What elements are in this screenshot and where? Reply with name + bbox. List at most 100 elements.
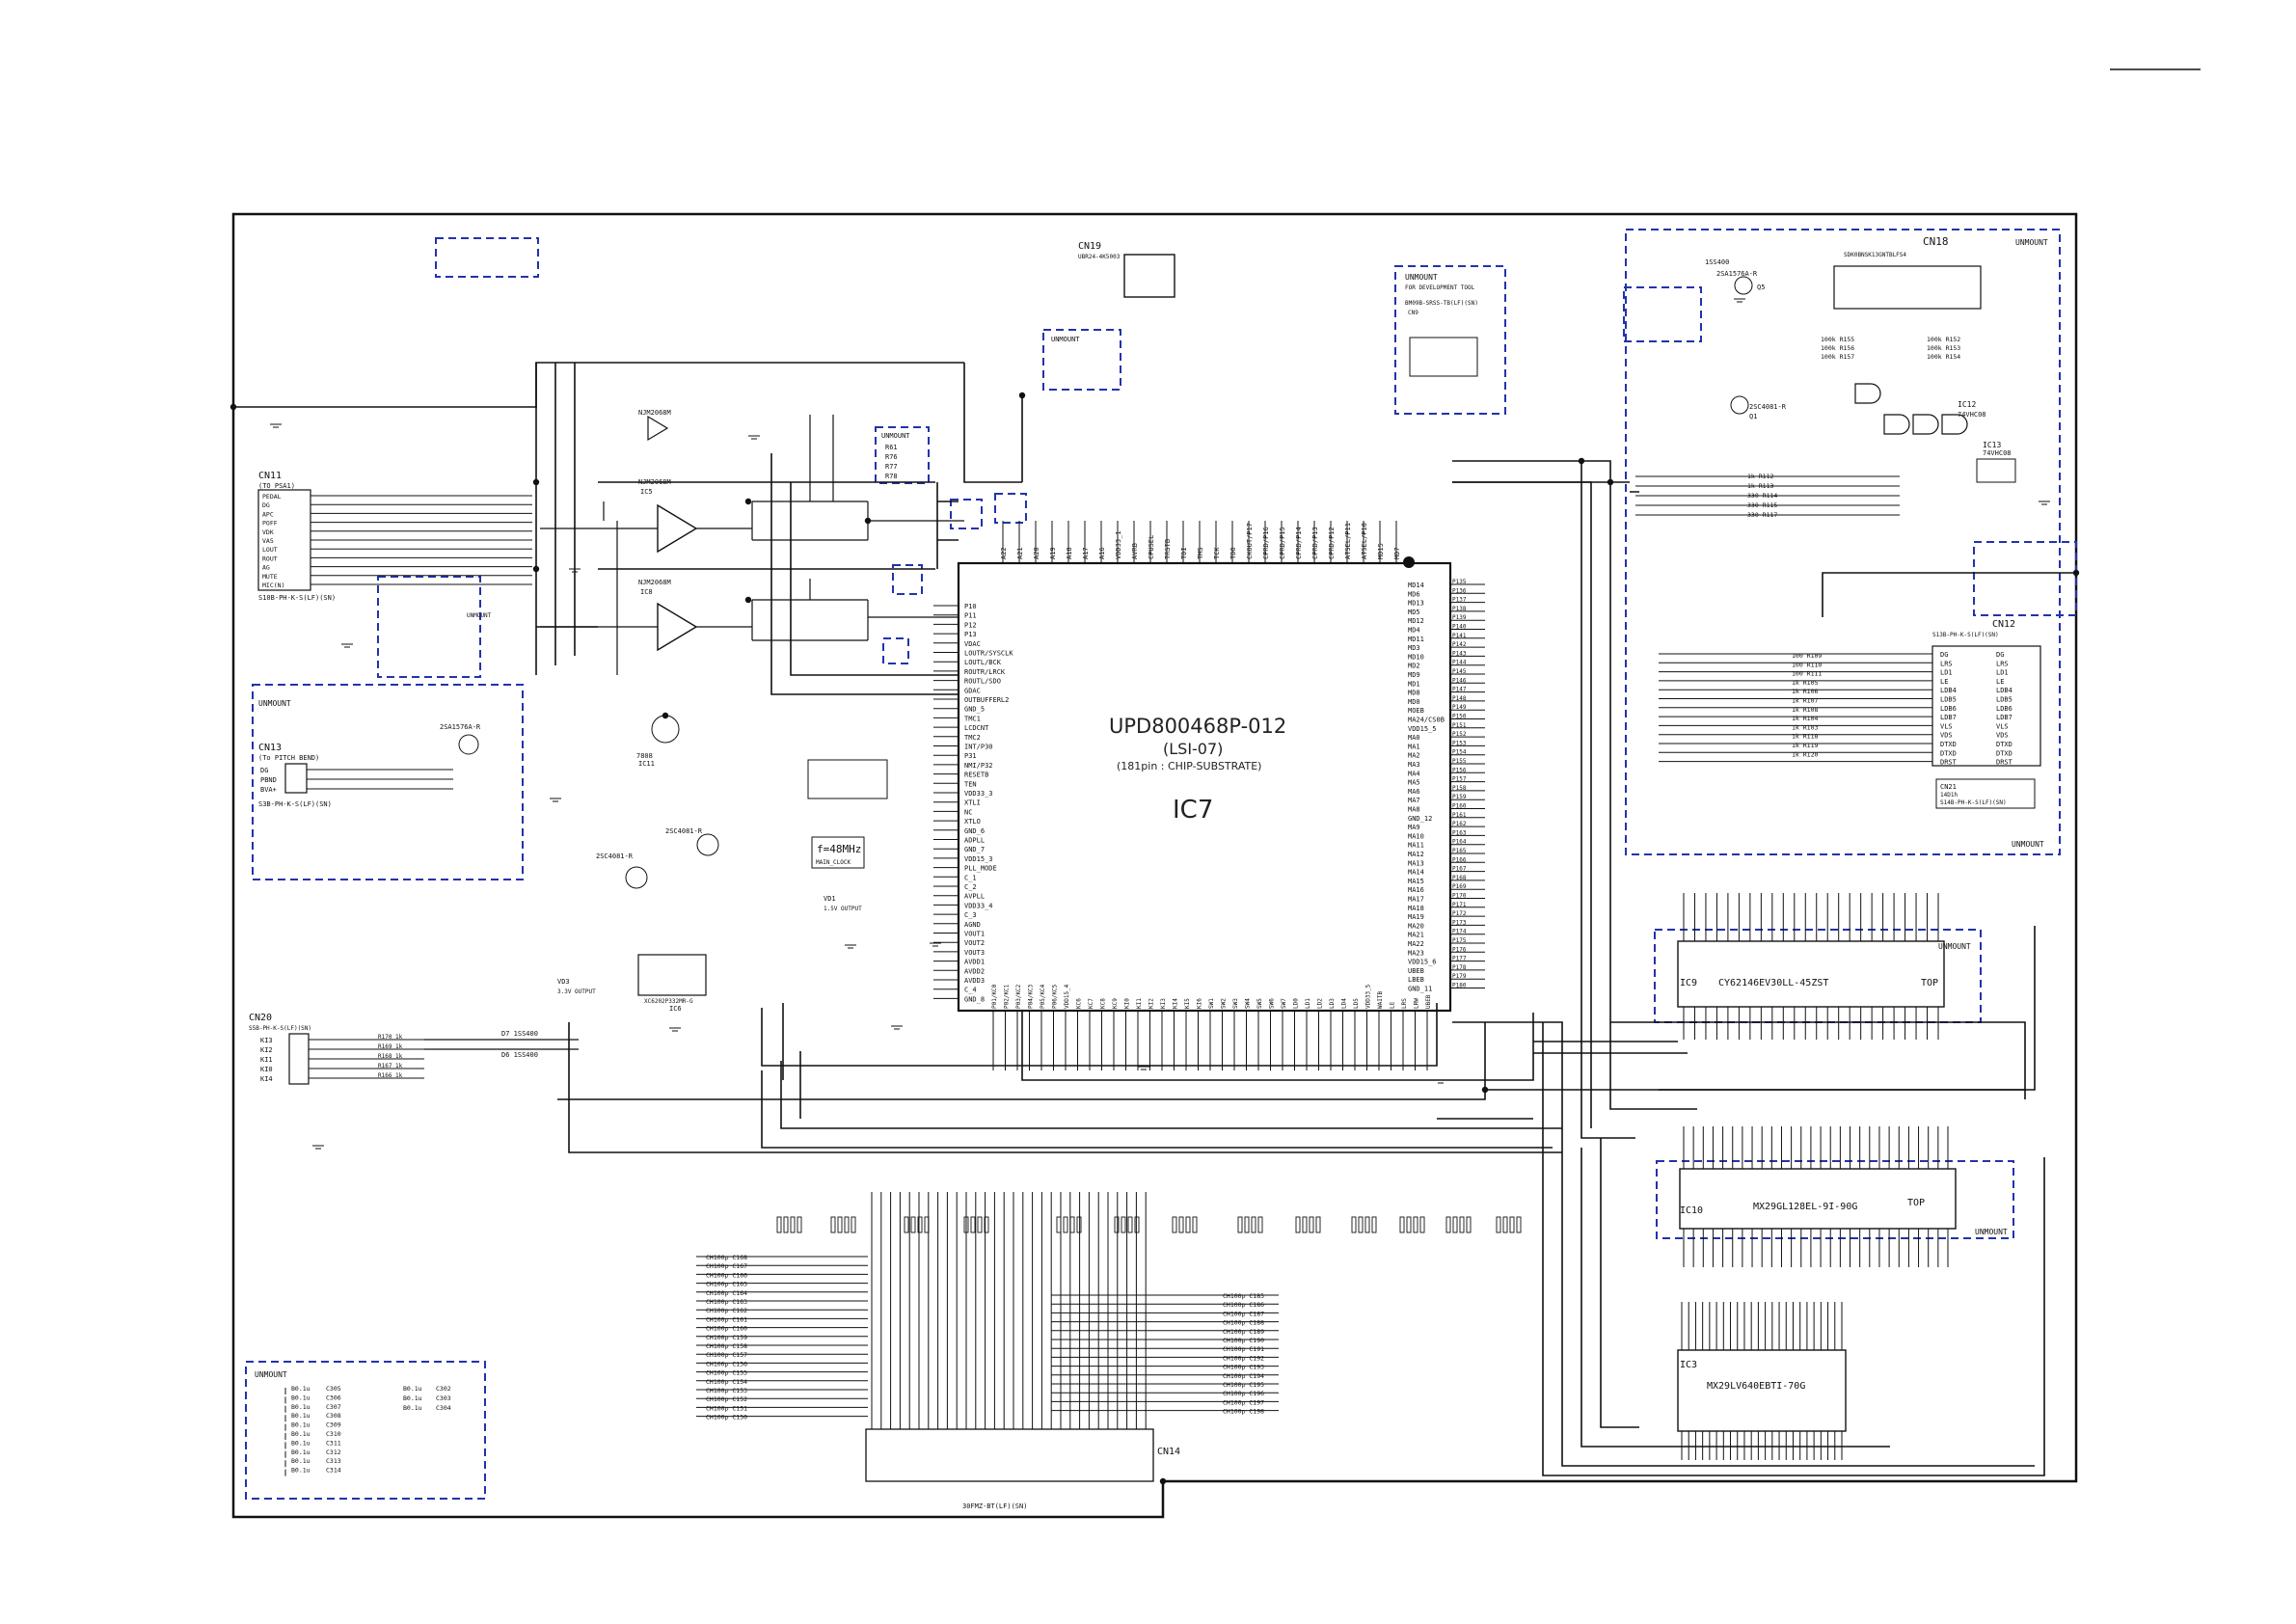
unmount-box-cn13 xyxy=(252,684,524,880)
ic7-bottom-pin-label: KC9 xyxy=(1112,998,1119,1009)
resistor-array-element xyxy=(851,1216,856,1233)
cn14-pin-group xyxy=(871,1192,1147,1429)
ground-symbol xyxy=(550,798,561,802)
ic7-bottom-pin-label: VDD33_5 xyxy=(1365,984,1372,1009)
svg-text:CN21: CN21 xyxy=(1940,783,1957,791)
resistor-array-element xyxy=(776,1216,782,1233)
svg-text:CN20: CN20 xyxy=(249,1013,272,1023)
cn20-diodes: D7 1SS400 D6 1SS400 xyxy=(424,1030,579,1059)
cn12-pin-label: LD1 xyxy=(1940,669,1953,677)
ic7-left-pin-label: P10 xyxy=(964,603,977,610)
svg-text:IC11: IC11 xyxy=(638,760,655,768)
ic7-top-pin-label: VDD33_1 xyxy=(1115,530,1122,559)
decoupling-cap-value: B0.1u xyxy=(291,1467,311,1475)
ic7-right-pin-number: P148 xyxy=(1452,695,1467,702)
cap-bank-left-label: CH100p C161 xyxy=(706,1315,747,1323)
resistor-array-element xyxy=(783,1216,789,1233)
ic7-bottom-pin-label: SW2 xyxy=(1221,998,1228,1009)
resistor-array-element xyxy=(844,1216,850,1233)
ic7-left-pin-label: ROUTR/LRCK xyxy=(964,668,1006,676)
cn12-resistor-label: 1k R118 xyxy=(1792,733,1818,741)
svg-text:(TO PSA1): (TO PSA1) xyxy=(258,482,295,490)
ic7-bottom-pin-label: KI6 xyxy=(1197,998,1203,1009)
svg-text:NJM2068M: NJM2068M xyxy=(638,579,671,586)
ic7-right-pin-number: P179 xyxy=(1452,973,1467,980)
cn12-pin-label-right: DTXD xyxy=(1996,741,2012,748)
svg-text:UBR24-4K5003: UBR24-4K5003 xyxy=(1078,254,1121,260)
cap-bank-left-label: CH100p C155 xyxy=(706,1369,747,1377)
svg-text:30FMZ-BT(LF)(SN): 30FMZ-BT(LF)(SN) xyxy=(962,1502,1027,1510)
cn12-pin-label: LDB7 xyxy=(1940,714,1957,721)
svg-text:2SC4081-R: 2SC4081-R xyxy=(665,827,703,835)
cn18-resistor-label: 100k R155 xyxy=(1821,336,1854,343)
cn19-connector: CN19 UBR24-4K5003 xyxy=(1078,241,1175,298)
resistor-array-element xyxy=(1406,1216,1412,1233)
cn11-pin-label: POFF xyxy=(262,520,278,528)
ic7-right-pin-label: MA21 xyxy=(1408,932,1424,939)
regulator-ic11: 7808 IC11 xyxy=(636,715,680,768)
ic7-top-pin-label: CPRD/P13 xyxy=(1311,527,1319,559)
ic7-left-pin-label: AVDD2 xyxy=(964,967,985,975)
ground-symbol xyxy=(270,423,282,428)
ic7-right-pin-number: P176 xyxy=(1452,946,1467,953)
cn12-pin-label-right: LD1 xyxy=(1996,669,2009,677)
cap-bank-right-label: CH100p C196 xyxy=(1223,1390,1264,1397)
crystal-note: MAIN_CLOCK xyxy=(816,859,851,866)
svg-text:D7 1SS400: D7 1SS400 xyxy=(501,1030,538,1038)
ic3-pin-group xyxy=(1681,1302,1843,1460)
svg-text:UNMOUNT: UNMOUNT xyxy=(2012,840,2044,849)
ic7-right-pin-number: P141 xyxy=(1452,633,1467,639)
cn12-pin-label: LDB5 xyxy=(1940,696,1957,704)
cn12-pin-label: LE xyxy=(1940,678,1948,686)
junction-dot xyxy=(1481,1086,1489,1094)
ic7-pin1-dot xyxy=(1403,556,1415,568)
ic7-bottom-pin-label: LD4 xyxy=(1341,998,1348,1009)
ic7-top-pin-label: CPRD/P12 xyxy=(1328,527,1336,559)
ic7-right-pin-number: P135 xyxy=(1452,579,1467,585)
cn12-resistor-label: 1k R104 xyxy=(1792,715,1818,722)
cap-bank-right-label: CH100p C197 xyxy=(1223,1398,1264,1406)
opamp-ic5: NJM2068M IC5 xyxy=(638,478,698,554)
decoupling-cap-ref: C313 xyxy=(326,1457,341,1465)
ic7-bottom-pin-label: P01/KC0 xyxy=(991,984,998,1009)
svg-text:IC12: IC12 xyxy=(1958,400,1976,409)
cn12-resistor-label: 1k R105 xyxy=(1792,679,1818,687)
ic7-left-pin-label: P11 xyxy=(964,612,977,620)
svg-text:1SS400: 1SS400 xyxy=(1705,258,1729,266)
svg-text:2SA1576A-R: 2SA1576A-R xyxy=(1716,270,1758,278)
ic7-left-pin-label: VDAC xyxy=(964,640,981,648)
svg-text:(To PITCH BEND): (To PITCH BEND) xyxy=(258,754,319,762)
cn12-pin-label-right: VLS xyxy=(1996,722,2009,730)
ic7-bottom-pin-label: LRS xyxy=(1401,998,1408,1009)
decoupling-cap-b-value: B0.1u xyxy=(403,1385,422,1393)
ic7-right-pin-label: MA17 xyxy=(1408,896,1424,904)
ic7-left-pin-label: C_2 xyxy=(964,883,977,891)
unmount-box-small2 xyxy=(994,493,1027,524)
resistor-array-element xyxy=(790,1216,796,1233)
ic7-bottom-pin-label: LE xyxy=(1390,1001,1396,1009)
ground-symbol xyxy=(669,1027,681,1032)
ic7-right-pin-number: P158 xyxy=(1452,785,1467,792)
resistor-array-element xyxy=(1509,1216,1515,1233)
svg-text:TOP: TOP xyxy=(1921,978,1938,988)
cap-bank-left-label: CH100p C167 xyxy=(706,1262,747,1270)
ic7-left-pin-label: GND_5 xyxy=(964,706,985,714)
cap-bank-right-label: CH100p C185 xyxy=(1223,1292,1264,1300)
unmount-box-c123 xyxy=(1973,541,2077,616)
ic7-right-pin-number: P137 xyxy=(1452,597,1467,604)
junction-dot xyxy=(1607,478,1614,486)
ic7-right-pin-label: MA7 xyxy=(1408,797,1420,804)
svg-text:IC8: IC8 xyxy=(640,588,653,596)
ic7-right-pin-number: P175 xyxy=(1452,937,1467,944)
ic7-right-pin-number: P170 xyxy=(1452,893,1467,900)
ic7-right-pin-label: MD8 xyxy=(1408,690,1420,697)
junction-dot xyxy=(864,517,872,525)
cn12-pin-label: DRST xyxy=(1940,759,1958,767)
resistor-array-element xyxy=(1185,1216,1191,1233)
ic7-right-pin-label: MA4 xyxy=(1408,770,1420,777)
cap-bank-right-label: CH100p C188 xyxy=(1223,1319,1264,1327)
ic9-memory: IC9 CY62146EV30LL-45ZST TOP UNMOUNT xyxy=(1677,940,1971,1008)
ic7-body xyxy=(957,561,1452,1013)
ic7-left-pin-label: C_1 xyxy=(964,874,977,881)
